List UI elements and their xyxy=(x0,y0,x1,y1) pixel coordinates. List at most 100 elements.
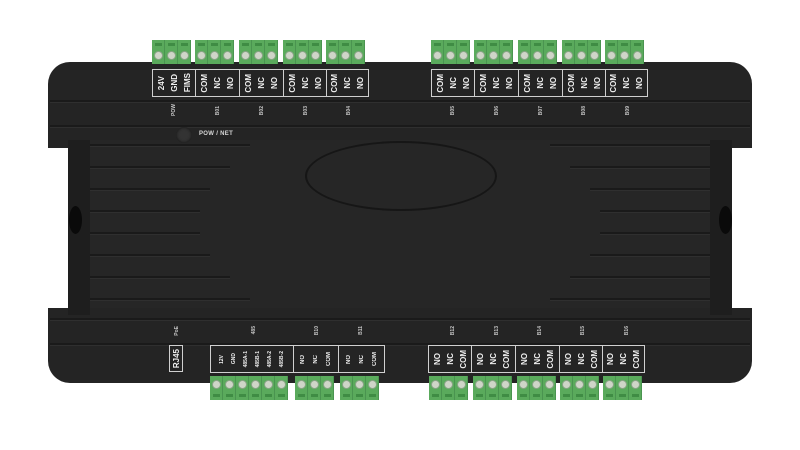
screw-icon[interactable] xyxy=(575,380,584,389)
terminal-block-b15[interactable] xyxy=(560,376,599,400)
screw-icon[interactable] xyxy=(212,380,221,389)
screw-icon[interactable] xyxy=(225,380,234,389)
terminal-block-b03[interactable] xyxy=(283,40,322,64)
screw-icon[interactable] xyxy=(298,51,307,60)
groove xyxy=(550,144,710,146)
screw-icon[interactable] xyxy=(489,51,498,60)
screw-icon[interactable] xyxy=(354,51,363,60)
screw-icon[interactable] xyxy=(264,380,273,389)
screw-icon[interactable] xyxy=(607,51,616,60)
screw-icon[interactable] xyxy=(631,380,640,389)
screw-icon[interactable] xyxy=(564,51,573,60)
screw-icon[interactable] xyxy=(368,380,377,389)
screw-icon[interactable] xyxy=(545,380,554,389)
groove xyxy=(600,232,710,234)
screw-icon[interactable] xyxy=(519,380,528,389)
terminal-block-b08[interactable] xyxy=(562,40,601,64)
pin-label: NO xyxy=(520,353,529,365)
pin-label: GND xyxy=(169,74,179,92)
screw-icon[interactable] xyxy=(251,380,260,389)
pin-label: COM xyxy=(371,352,378,366)
terminal-block-b05[interactable] xyxy=(431,40,470,64)
terminal-block-b14[interactable] xyxy=(517,376,556,400)
terminal-block-b10[interactable] xyxy=(295,376,334,400)
screw-icon[interactable] xyxy=(154,51,163,60)
terminal-block-pow[interactable] xyxy=(152,40,191,64)
rj45-port[interactable]: RJ45 xyxy=(169,345,183,372)
pin-label: NC xyxy=(536,77,545,89)
screw-icon[interactable] xyxy=(328,51,337,60)
screw-icon[interactable] xyxy=(590,51,599,60)
screw-icon[interactable] xyxy=(588,380,597,389)
terminal-block-b01[interactable] xyxy=(195,40,234,64)
group-name-b16: B16 xyxy=(624,326,630,336)
screw-icon[interactable] xyxy=(241,51,250,60)
screw-icon[interactable] xyxy=(618,380,627,389)
terminal-block-485[interactable] xyxy=(210,376,288,400)
terminal-block-b12[interactable] xyxy=(429,376,468,400)
group-name-b07: B07 xyxy=(538,106,544,116)
pin-label: NO xyxy=(461,77,471,89)
screw-icon[interactable] xyxy=(180,51,189,60)
pin-label: NC xyxy=(579,77,589,89)
screw-icon[interactable] xyxy=(633,51,642,60)
screw-icon[interactable] xyxy=(577,51,586,60)
screw-icon[interactable] xyxy=(444,380,453,389)
screw-icon[interactable] xyxy=(167,51,176,60)
screw-icon[interactable] xyxy=(310,380,319,389)
terminal-block-b06[interactable] xyxy=(474,40,513,64)
screw-icon[interactable] xyxy=(267,51,276,60)
screw-icon[interactable] xyxy=(533,51,542,60)
screw-icon[interactable] xyxy=(501,380,510,389)
screw-icon[interactable] xyxy=(620,51,629,60)
screw-icon[interactable] xyxy=(459,51,468,60)
pin-label: 24V xyxy=(156,75,166,91)
screw-icon[interactable] xyxy=(546,51,555,60)
screw-icon[interactable] xyxy=(341,51,350,60)
pin-label: NC xyxy=(343,77,352,89)
screw-icon[interactable] xyxy=(520,51,529,60)
screw-icon[interactable] xyxy=(210,51,219,60)
screw-icon[interactable] xyxy=(502,51,511,60)
group-name-pow: POW xyxy=(171,104,177,116)
poe-label: PoE xyxy=(174,326,180,336)
screw-icon[interactable] xyxy=(197,51,206,60)
screw-icon[interactable] xyxy=(355,380,364,389)
screw-icon[interactable] xyxy=(488,380,497,389)
groove xyxy=(50,100,750,102)
mounting-hole-left xyxy=(69,206,82,234)
terminal-block-b07[interactable] xyxy=(518,40,557,64)
terminal-block-b16[interactable] xyxy=(603,376,642,400)
terminal-block-b13[interactable] xyxy=(473,376,512,400)
screw-icon[interactable] xyxy=(605,380,614,389)
pin-label: COM xyxy=(330,73,339,93)
screw-icon[interactable] xyxy=(311,51,320,60)
screw-icon[interactable] xyxy=(254,51,263,60)
terminal-block-b04[interactable] xyxy=(326,40,365,64)
terminal-block-b09[interactable] xyxy=(605,40,644,64)
screw-icon[interactable] xyxy=(431,380,440,389)
groove xyxy=(570,276,710,278)
screw-icon[interactable] xyxy=(238,380,247,389)
screw-icon[interactable] xyxy=(433,51,442,60)
pin-label: NC xyxy=(358,354,365,364)
screw-icon[interactable] xyxy=(457,380,466,389)
screw-icon[interactable] xyxy=(323,380,332,389)
pin-label: NC xyxy=(313,354,319,364)
screw-icon[interactable] xyxy=(475,380,484,389)
pin-label: NO xyxy=(313,77,323,89)
screw-icon[interactable] xyxy=(277,380,286,389)
screw-icon[interactable] xyxy=(446,51,455,60)
groove xyxy=(90,144,250,146)
pin-label: NO xyxy=(345,354,352,364)
pin-label: GND xyxy=(231,353,237,365)
screw-icon[interactable] xyxy=(476,51,485,60)
screw-icon[interactable] xyxy=(562,380,571,389)
screw-icon[interactable] xyxy=(342,380,351,389)
terminal-block-b02[interactable] xyxy=(239,40,278,64)
terminal-block-b11[interactable] xyxy=(340,376,379,400)
screw-icon[interactable] xyxy=(297,380,306,389)
screw-icon[interactable] xyxy=(285,51,294,60)
screw-icon[interactable] xyxy=(223,51,232,60)
screw-icon[interactable] xyxy=(532,380,541,389)
